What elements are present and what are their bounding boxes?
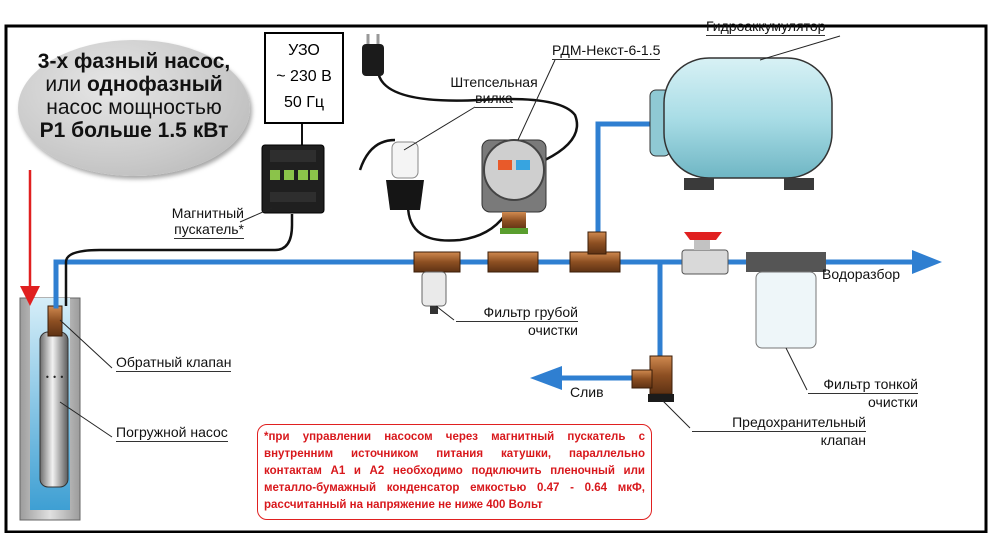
bubble-line2-bold: однофазный	[86, 73, 223, 96]
coarse-filter	[413, 251, 461, 314]
outlet-arrow	[912, 250, 942, 274]
plug-to-relay-cable	[406, 204, 507, 242]
fine-filter	[746, 252, 826, 349]
pressure-relay	[481, 139, 547, 234]
label-plug-line2: вилка	[475, 90, 513, 108]
starter-cable	[358, 138, 396, 171]
diagram-frame	[4, 24, 988, 533]
label-starter-line1: Магнитный	[171, 205, 244, 221]
fitting-tee-2	[569, 231, 621, 273]
submersible-pump: • • •	[39, 331, 69, 488]
label-fine-filter: Фильтр тонкой очистки	[808, 376, 918, 410]
label-outlet: Водоразбор	[822, 266, 901, 282]
label-pump: Погружной насос	[116, 424, 228, 442]
label-drain: Слив	[570, 384, 604, 400]
mains-plug	[362, 34, 384, 76]
safety-valve	[631, 355, 674, 402]
label-starter: Магнитный пускатель*	[146, 205, 244, 239]
magnetic-starter	[261, 144, 325, 214]
svg-text:• • •: • • •	[45, 373, 64, 382]
leader-lines	[59, 35, 841, 438]
label-accumulator: Гидроаккумулятор	[706, 18, 826, 36]
label-coarse-line2: очистки	[528, 322, 578, 338]
label-plug-line1: Штепсельная	[450, 74, 538, 90]
label-plug: Штепсельная вилка	[440, 74, 548, 108]
label-starter-line2: пускатель*	[174, 221, 244, 239]
relay-mains-cable	[376, 69, 579, 162]
rcd-line1: УЗО	[288, 42, 320, 59]
capacitor-footnote: *при управлении насосом через магнитный …	[257, 424, 652, 520]
label-coarse-filter: Фильтр грубой очистки	[456, 304, 578, 338]
bubble-line3: насос мощностью	[46, 96, 222, 119]
label-check-valve: Обратный клапан	[116, 354, 232, 372]
ball-valve	[681, 232, 729, 275]
rcd-line2: ~ 230 В	[276, 68, 332, 85]
label-fine-line1: Фильтр тонкой	[808, 376, 918, 394]
bubble-line2-prefix: или	[45, 73, 87, 96]
pump-type-bubble	[18, 40, 250, 176]
check-valve	[47, 305, 63, 337]
bubble-line1: 3-х фазный насос,	[37, 50, 231, 73]
label-coarse-line1: Фильтр грубой	[456, 304, 578, 322]
fitting-tee-1	[487, 251, 539, 273]
drain-arrow	[530, 366, 562, 390]
label-safety-line2: клапан	[820, 432, 866, 448]
label-fine-line2: очистки	[868, 394, 918, 410]
label-safety-line1: Предохранительный	[692, 414, 866, 432]
rcd-box: УЗО ~ 230 В 50 Гц	[264, 32, 344, 124]
hydroaccumulator-tank	[649, 57, 833, 190]
label-rdm: РДМ-Некст-6-1.5	[552, 42, 661, 60]
pump-cable	[64, 214, 294, 306]
label-safety-valve: Предохранительный клапан	[692, 414, 866, 448]
plug-adapter	[386, 141, 424, 210]
bubble-line4: Р1 больше 1.5 кВт	[39, 119, 229, 142]
pump-type-text: 3-х фазный насос, или однофазный насос м…	[18, 50, 250, 142]
rcd-line3: 50 Гц	[283, 94, 325, 111]
